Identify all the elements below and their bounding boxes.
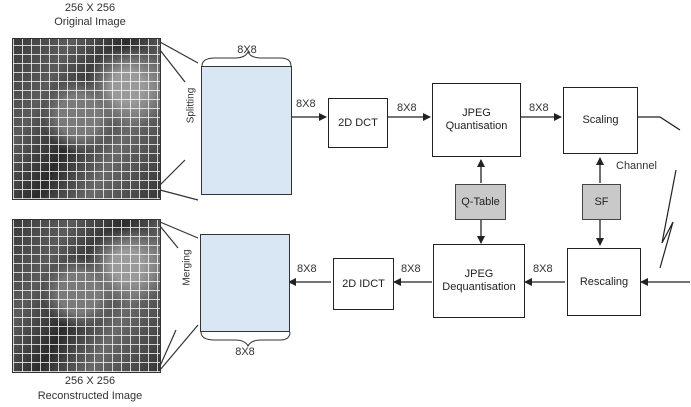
edge-label-rescale-to-dequant: 8X8 <box>533 263 553 275</box>
bottom-image-caption: Reconstructed Image <box>37 390 143 402</box>
original-image <box>12 38 161 200</box>
top-image-size-label: 256 X 256 <box>64 2 116 14</box>
top-image-caption: Original Image <box>54 16 126 28</box>
bottom-image-size-label: 256 X 256 <box>64 375 116 387</box>
top-8x8-block <box>201 66 292 195</box>
splitting-lines <box>159 41 199 201</box>
block-bottom-brace <box>200 331 291 348</box>
channel-label: Channel <box>616 160 657 172</box>
original-image-grid <box>13 39 160 199</box>
rescaling-box: Rescaling <box>567 248 641 316</box>
quantisation-box: JPEG Quantisation <box>432 83 521 157</box>
edge-label-dequant-to-idct: 8X8 <box>401 263 421 275</box>
edge-label-idct-to-merge: 8X8 <box>297 263 317 275</box>
qtable-box: Q-Table <box>455 184 506 220</box>
edge-label-dct-to-quant: 8X8 <box>397 102 417 114</box>
block-top-size-label: 8X8 <box>237 44 257 56</box>
edge-label-quant-to-scaling: 8X8 <box>529 102 549 114</box>
merging-label: Merging <box>181 249 193 286</box>
dequantisation-box: JPEG Dequantisation <box>433 244 525 318</box>
block-bottom-size-label: 8X8 <box>235 346 255 358</box>
edge-label-to-dct: 8X8 <box>296 98 316 110</box>
reconstructed-image-grid <box>13 220 160 372</box>
sf-box: SF <box>582 184 621 220</box>
channel-lightning-icon <box>659 169 677 269</box>
bottom-8x8-block <box>200 234 290 332</box>
splitting-label: Splitting <box>185 87 197 124</box>
vertical-arrows <box>477 157 604 246</box>
scaling-box: Scaling <box>563 87 638 154</box>
forward-arrows <box>292 113 681 131</box>
reconstructed-image <box>12 219 161 373</box>
block-top-brace <box>201 50 292 67</box>
dct-box: 2D DCT <box>328 98 388 148</box>
idct-box: 2D IDCT <box>333 258 394 310</box>
merging-lines <box>159 221 199 371</box>
